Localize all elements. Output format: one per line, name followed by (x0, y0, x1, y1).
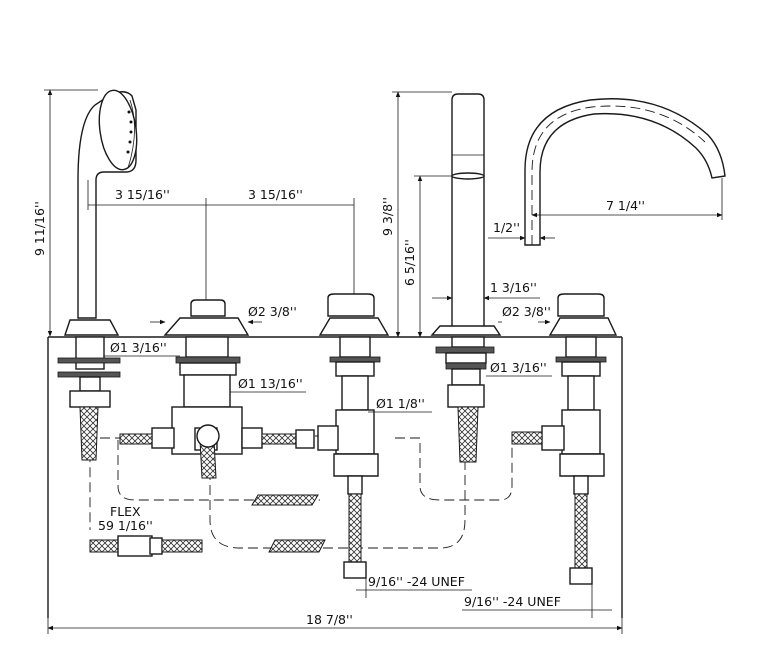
label-overall-width: 18 7/8'' (306, 612, 353, 627)
label-spout-tip: 1/2'' (493, 220, 520, 235)
label-spout-height: 9 3/8'' (380, 197, 395, 236)
label-handshower-shank: Ø1 3/16'' (110, 340, 167, 355)
hand-shower (57, 89, 138, 461)
label-flex-length: 59 1/16'' (98, 518, 153, 533)
right-valve (511, 293, 618, 585)
flex-hose (89, 494, 326, 557)
label-spout-shank: Ø1 3/16'' (490, 360, 547, 375)
label-flex: FLEX (110, 504, 141, 519)
spout-profile (524, 98, 726, 246)
deck-rim (47, 336, 623, 618)
label-thread-left: 9/16'' -24 UNEF (368, 574, 465, 589)
left-valve (317, 293, 390, 579)
label-diverter-flange: Ø2 3/8'' (248, 304, 297, 319)
label-valve-shank: Ø1 1/8'' (376, 396, 425, 411)
diverter-valve (119, 299, 315, 479)
label-diverter-shank: Ø1 13/16'' (238, 376, 303, 391)
label-thread-right: 9/16'' -24 UNEF (464, 594, 561, 609)
label-spout-body-height: 6 5/16'' (402, 239, 417, 286)
dimension-lines (44, 89, 723, 634)
label-handshower-height: 9 11/16'' (32, 201, 47, 256)
label-valve-flange: Ø2 3/8'' (502, 304, 551, 319)
label-handshower-to-diverter: 3 15/16'' (115, 187, 170, 202)
label-spout-diameter: 1 3/16'' (490, 280, 537, 295)
spout (430, 93, 502, 463)
label-spout-reach: 7 1/4'' (606, 198, 645, 213)
label-diverter-to-valve: 3 15/16'' (248, 187, 303, 202)
